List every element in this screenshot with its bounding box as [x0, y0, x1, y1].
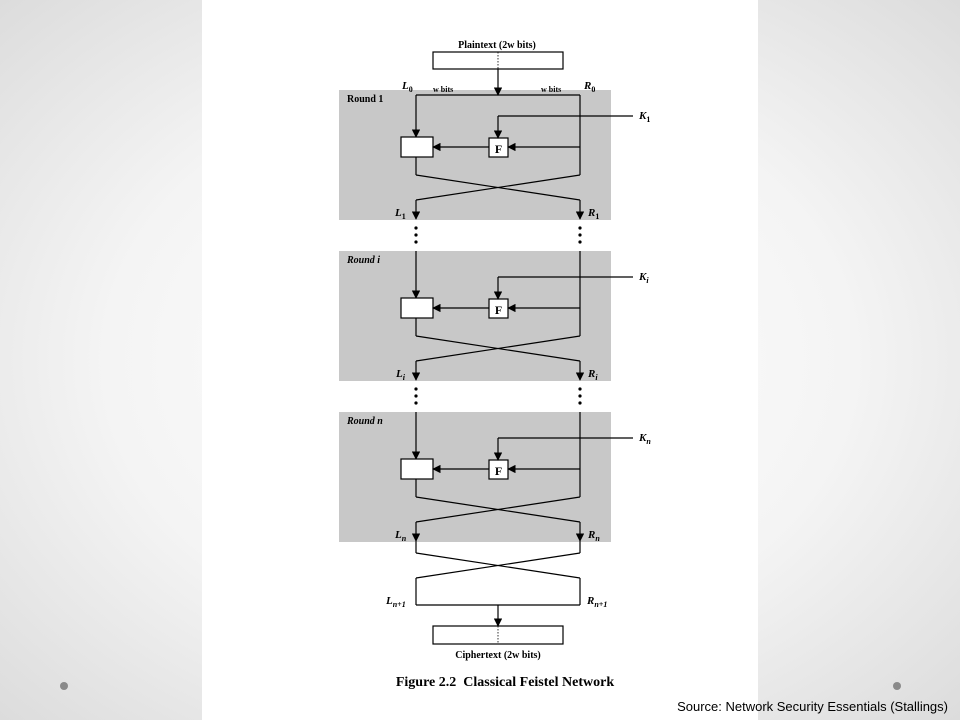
round-i-left-out-label: Li: [395, 368, 406, 382]
final-right-label: Rn+1: [586, 595, 607, 609]
figure-caption: Figure 2.2 Classical Feistel Network: [396, 675, 614, 690]
final-left-label: Ln+1: [385, 595, 406, 609]
ellipsis-2: [414, 387, 582, 405]
round-1-left-out-label: L1: [394, 207, 406, 221]
round-n-key-label: Kn: [638, 432, 651, 446]
label-w-bits-left: w bits: [433, 85, 453, 94]
plaintext-box: [432, 51, 564, 70]
ellipsis-1: [414, 226, 582, 244]
round-1: Round 1 F K1 L1 R1: [347, 94, 650, 221]
round-n-right-out-label: Rn: [587, 529, 600, 543]
round-i-right-out-label: Ri: [587, 368, 598, 382]
round-n-title: Round n: [346, 416, 383, 427]
round-1-right-out-label: R1: [587, 207, 599, 221]
ciphertext-label: Ciphertext (2w bits): [455, 650, 541, 661]
round-i-f-label: F: [495, 303, 502, 317]
round-1-title: Round 1: [347, 94, 383, 105]
final-swap: Ln+1 Rn+1: [385, 541, 607, 627]
round-1-background: [339, 90, 611, 220]
source-note: Source: Network Security Essentials (Sta…: [677, 699, 948, 714]
round-i-xor-box: [400, 297, 434, 319]
slide-dot-right: [893, 682, 901, 690]
round-n-background: [339, 412, 611, 542]
label-l0: L0: [401, 80, 413, 94]
round-i: Round i F Ki Li Ri: [346, 251, 649, 382]
round-i-key-label: Ki: [638, 271, 649, 285]
round-1-xor-box: [400, 136, 434, 158]
slide-dot-left: [60, 682, 68, 690]
label-r0: R0: [583, 80, 595, 94]
plaintext-label: Plaintext (2w bits): [458, 40, 536, 51]
round-1-f-label: F: [495, 142, 502, 156]
round-n-left-out-label: Ln: [394, 529, 407, 543]
label-w-bits-right: w bits: [541, 85, 561, 94]
round-n-xor-box: [400, 458, 434, 480]
round-i-title: Round i: [346, 255, 380, 266]
round-i-background: [339, 251, 611, 381]
round-n-f-label: F: [495, 464, 502, 478]
round-1-key-label: K1: [638, 110, 650, 124]
round-n: Round n F Kn Ln Rn: [346, 412, 651, 543]
